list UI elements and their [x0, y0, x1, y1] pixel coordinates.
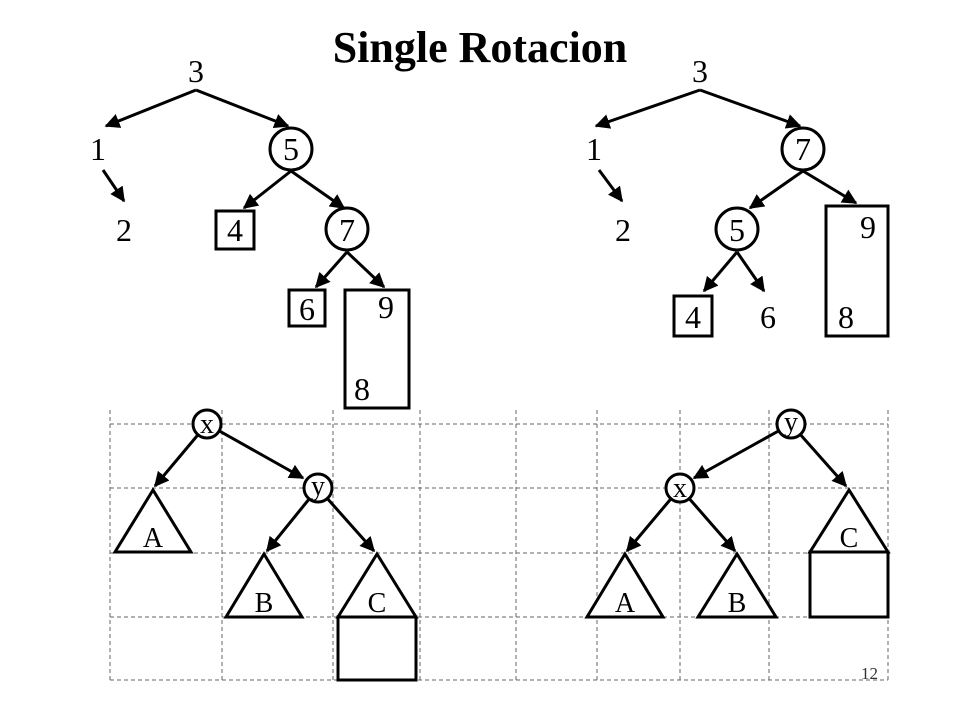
triangle-b	[223, 551, 305, 619]
edge-y-x	[692, 422, 792, 480]
node-4-box-after	[672, 294, 714, 338]
node-1-after: 1	[586, 131, 602, 167]
edge-5-4-after	[702, 251, 739, 293]
node-9: 9	[378, 289, 394, 325]
node-4-after: 4	[685, 299, 701, 335]
node-y-circle-after	[775, 408, 807, 440]
after-rotation	[584, 408, 891, 619]
dashed-grid	[109, 410, 889, 681]
edge-7-6	[314, 251, 349, 289]
node-5-after: 5	[729, 212, 745, 248]
edge-5-4	[242, 169, 292, 210]
node-y: y	[311, 471, 325, 502]
node-7: 7	[339, 212, 355, 248]
edge-7-5-after	[748, 169, 804, 210]
edge-1-2-after	[597, 169, 624, 203]
edge-7-9	[345, 250, 386, 289]
node-9-after: 9	[860, 209, 876, 245]
node-6-after: 6	[760, 299, 776, 335]
node-7-circle-after	[780, 126, 826, 172]
page-number: 12	[861, 664, 878, 683]
subtree-9-8-box	[343, 288, 411, 410]
node-x: x	[200, 409, 214, 440]
node-7-after: 7	[795, 131, 811, 167]
node-8: 8	[354, 371, 370, 407]
subtree-b-after: B	[728, 588, 747, 619]
node-6: 6	[299, 291, 315, 327]
subtree-a-after: A	[615, 588, 636, 619]
box-c-height-after	[808, 550, 890, 619]
triangle-a-after	[584, 551, 666, 619]
after-tree	[594, 88, 890, 338]
node-x-after: x	[673, 473, 687, 504]
node-6-box	[287, 288, 327, 328]
node-y-circle	[302, 472, 334, 504]
node-y-after: y	[784, 407, 798, 438]
triangle-a	[112, 487, 194, 554]
node-7-circle	[324, 206, 370, 252]
node-4: 4	[227, 212, 243, 248]
node-5-circle-after	[714, 206, 760, 252]
edge-1-2	[101, 169, 126, 203]
before-rotation	[112, 408, 419, 682]
node-3-after: 3	[692, 53, 708, 89]
node-3: 3	[188, 53, 204, 89]
subtree-b: B	[255, 588, 274, 619]
subtree-9-8-box-after	[824, 204, 890, 338]
node-1: 1	[90, 131, 106, 167]
before-tree	[101, 88, 411, 410]
subtree-c-after: C	[840, 523, 859, 554]
edge-3-7-after	[699, 88, 802, 129]
node-x-circle	[191, 408, 223, 440]
edge-5-7	[290, 169, 346, 210]
edge-x-y	[206, 422, 305, 480]
triangle-b-after	[695, 551, 779, 619]
edge-3-1-after	[594, 88, 701, 129]
node-5: 5	[283, 131, 299, 167]
page-title: Single Rotacion	[332, 23, 628, 72]
edge-5-6-after	[735, 251, 766, 293]
node-4-box	[214, 209, 256, 251]
node-x-circle-after	[664, 472, 696, 504]
node-5-circle	[268, 126, 314, 172]
node-2-after: 2	[615, 212, 631, 248]
node-8-after: 8	[838, 299, 854, 335]
edge-3-5	[195, 88, 290, 129]
subtree-a: A	[143, 523, 164, 554]
box-c-height	[336, 615, 418, 682]
edge-7-9-after	[802, 169, 858, 205]
edge-3-1	[104, 88, 197, 128]
subtree-c: C	[368, 588, 387, 619]
node-2: 2	[116, 212, 132, 248]
